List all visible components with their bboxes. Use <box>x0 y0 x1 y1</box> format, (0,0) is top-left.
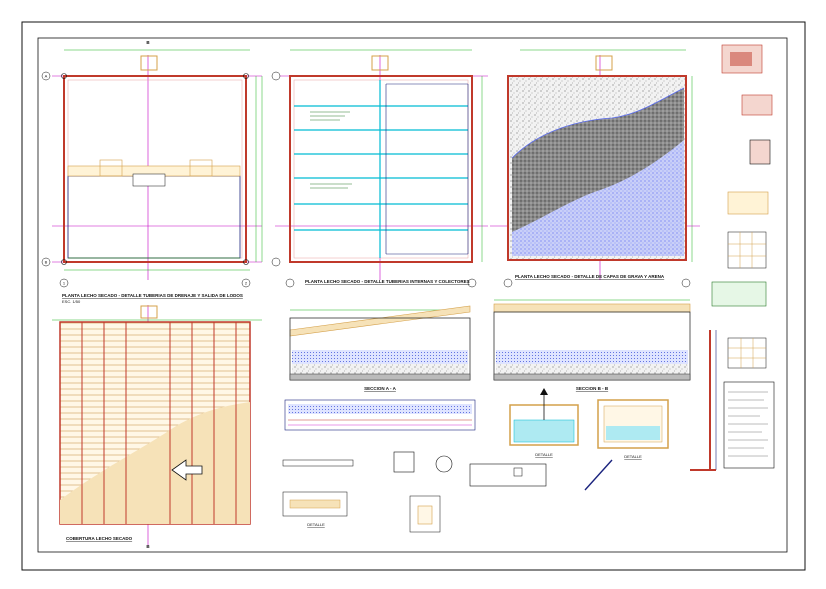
section-b: SECCION B - B <box>493 299 691 391</box>
chamber-detail-1: DETALLE <box>509 388 579 457</box>
plan2-title: PLANTA LECHO SECADO - DETALLE TUBERIAS I… <box>305 279 470 284</box>
section-a: SECCION A - A <box>289 305 471 391</box>
outer-frame <box>21 21 806 571</box>
section-b-title: SECCION B - B <box>576 386 609 391</box>
axis-bubble-a: A <box>45 74 48 79</box>
plan1-title: PLANTA LECHO SECADO - DETALLE TUBERIAS D… <box>62 293 243 298</box>
axis-bubble-b: B <box>45 260 48 265</box>
plan-internal-pipes: PLANTA LECHO SECADO - DETALLE TUBERIAS I… <box>271 49 488 288</box>
cut-mark-top-p1: B <box>146 40 150 45</box>
cut-mark-bottom-p4: B <box>146 544 150 549</box>
plan3-title: PLANTA LECHO SECADO - DETALLE DE CAPAS D… <box>515 274 665 279</box>
small-details: DETALLE <box>282 451 613 533</box>
right-details <box>690 44 775 471</box>
detail-1-label: DETALLE <box>535 452 553 457</box>
axis-bubble-1: 1 <box>63 281 66 286</box>
plan1-scale: ESC. 1/50 <box>62 299 81 304</box>
plan-roof: B COBERTURA LECHO SECADO <box>52 305 262 549</box>
detail-3-label: DETALLE <box>307 522 325 527</box>
detail-2-label: DETALLE <box>624 454 642 459</box>
axis-bubble-2: 2 <box>245 281 248 286</box>
plan4-title: COBERTURA LECHO SECADO <box>66 536 133 541</box>
plan-drainage: A B 1 2 B PLANTA LECHO SECADO - DETALLE … <box>41 40 263 304</box>
long-detail <box>284 399 476 431</box>
plan-gravel-layers: PLANTA LECHO SECADO - DETALLE DE CAPAS D… <box>490 49 700 288</box>
chamber-detail-2: DETALLE <box>597 399 669 459</box>
inner-frame <box>37 37 788 553</box>
section-a-title: SECCION A - A <box>364 386 397 391</box>
